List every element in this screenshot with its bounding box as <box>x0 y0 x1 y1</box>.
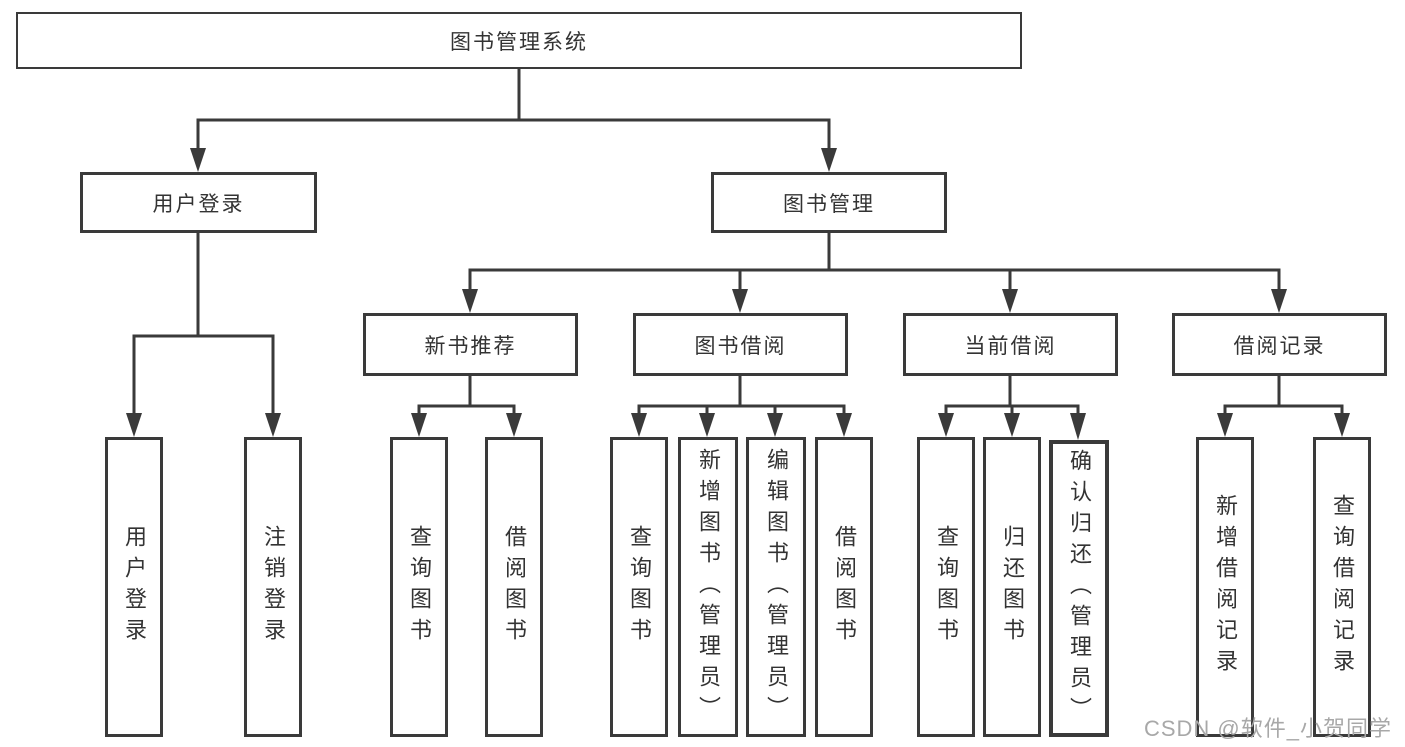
node-user-login: 用户登录 <box>80 172 317 233</box>
leaf-borrowing-add-book-admin: 新增图书（管理员） <box>678 437 738 737</box>
leaf-user-login: 用户登录 <box>105 437 163 737</box>
wire-root <box>196 69 831 149</box>
watermark: CSDN @软件_小贺同学 <box>1143 716 1392 741</box>
wire-current-borrowing <box>944 376 1080 414</box>
wire-book-borrowing <box>637 376 846 414</box>
wire-book-management <box>468 233 1281 290</box>
leaf-current-confirm-return-admin: 确认归还（管理员） <box>1049 440 1109 737</box>
leaf-current-query-books: 查询图书 <box>917 437 975 737</box>
leaf-borrowing-borrow-books: 借阅图书 <box>815 437 873 737</box>
leaf-records-query-record: 查询借阅记录 <box>1313 437 1371 737</box>
wire-user-login <box>132 233 275 414</box>
node-book-management: 图书管理 <box>711 172 947 233</box>
leaf-borrowing-edit-book-admin: 编辑图书（管理员） <box>746 437 806 737</box>
leaf-newrec-query-books: 查询图书 <box>390 437 448 737</box>
leaf-borrowing-query-books: 查询图书 <box>610 437 668 737</box>
leaf-records-add-record: 新增借阅记录 <box>1196 437 1254 737</box>
leaf-logout: 注销登录 <box>244 437 302 737</box>
wire-new-book-recommendation <box>417 376 516 414</box>
node-current-borrowing: 当前借阅 <box>903 313 1118 376</box>
arrowheads <box>126 148 1350 440</box>
leaf-current-return-books: 归还图书 <box>983 437 1041 737</box>
node-new-book-recommendation: 新书推荐 <box>363 313 578 376</box>
node-library-system: 图书管理系统 <box>16 12 1022 69</box>
node-borrowing-records: 借阅记录 <box>1172 313 1387 376</box>
wire-borrowing-records <box>1223 376 1344 414</box>
node-book-borrowing: 图书借阅 <box>633 313 848 376</box>
leaf-newrec-borrow-books: 借阅图书 <box>485 437 543 737</box>
